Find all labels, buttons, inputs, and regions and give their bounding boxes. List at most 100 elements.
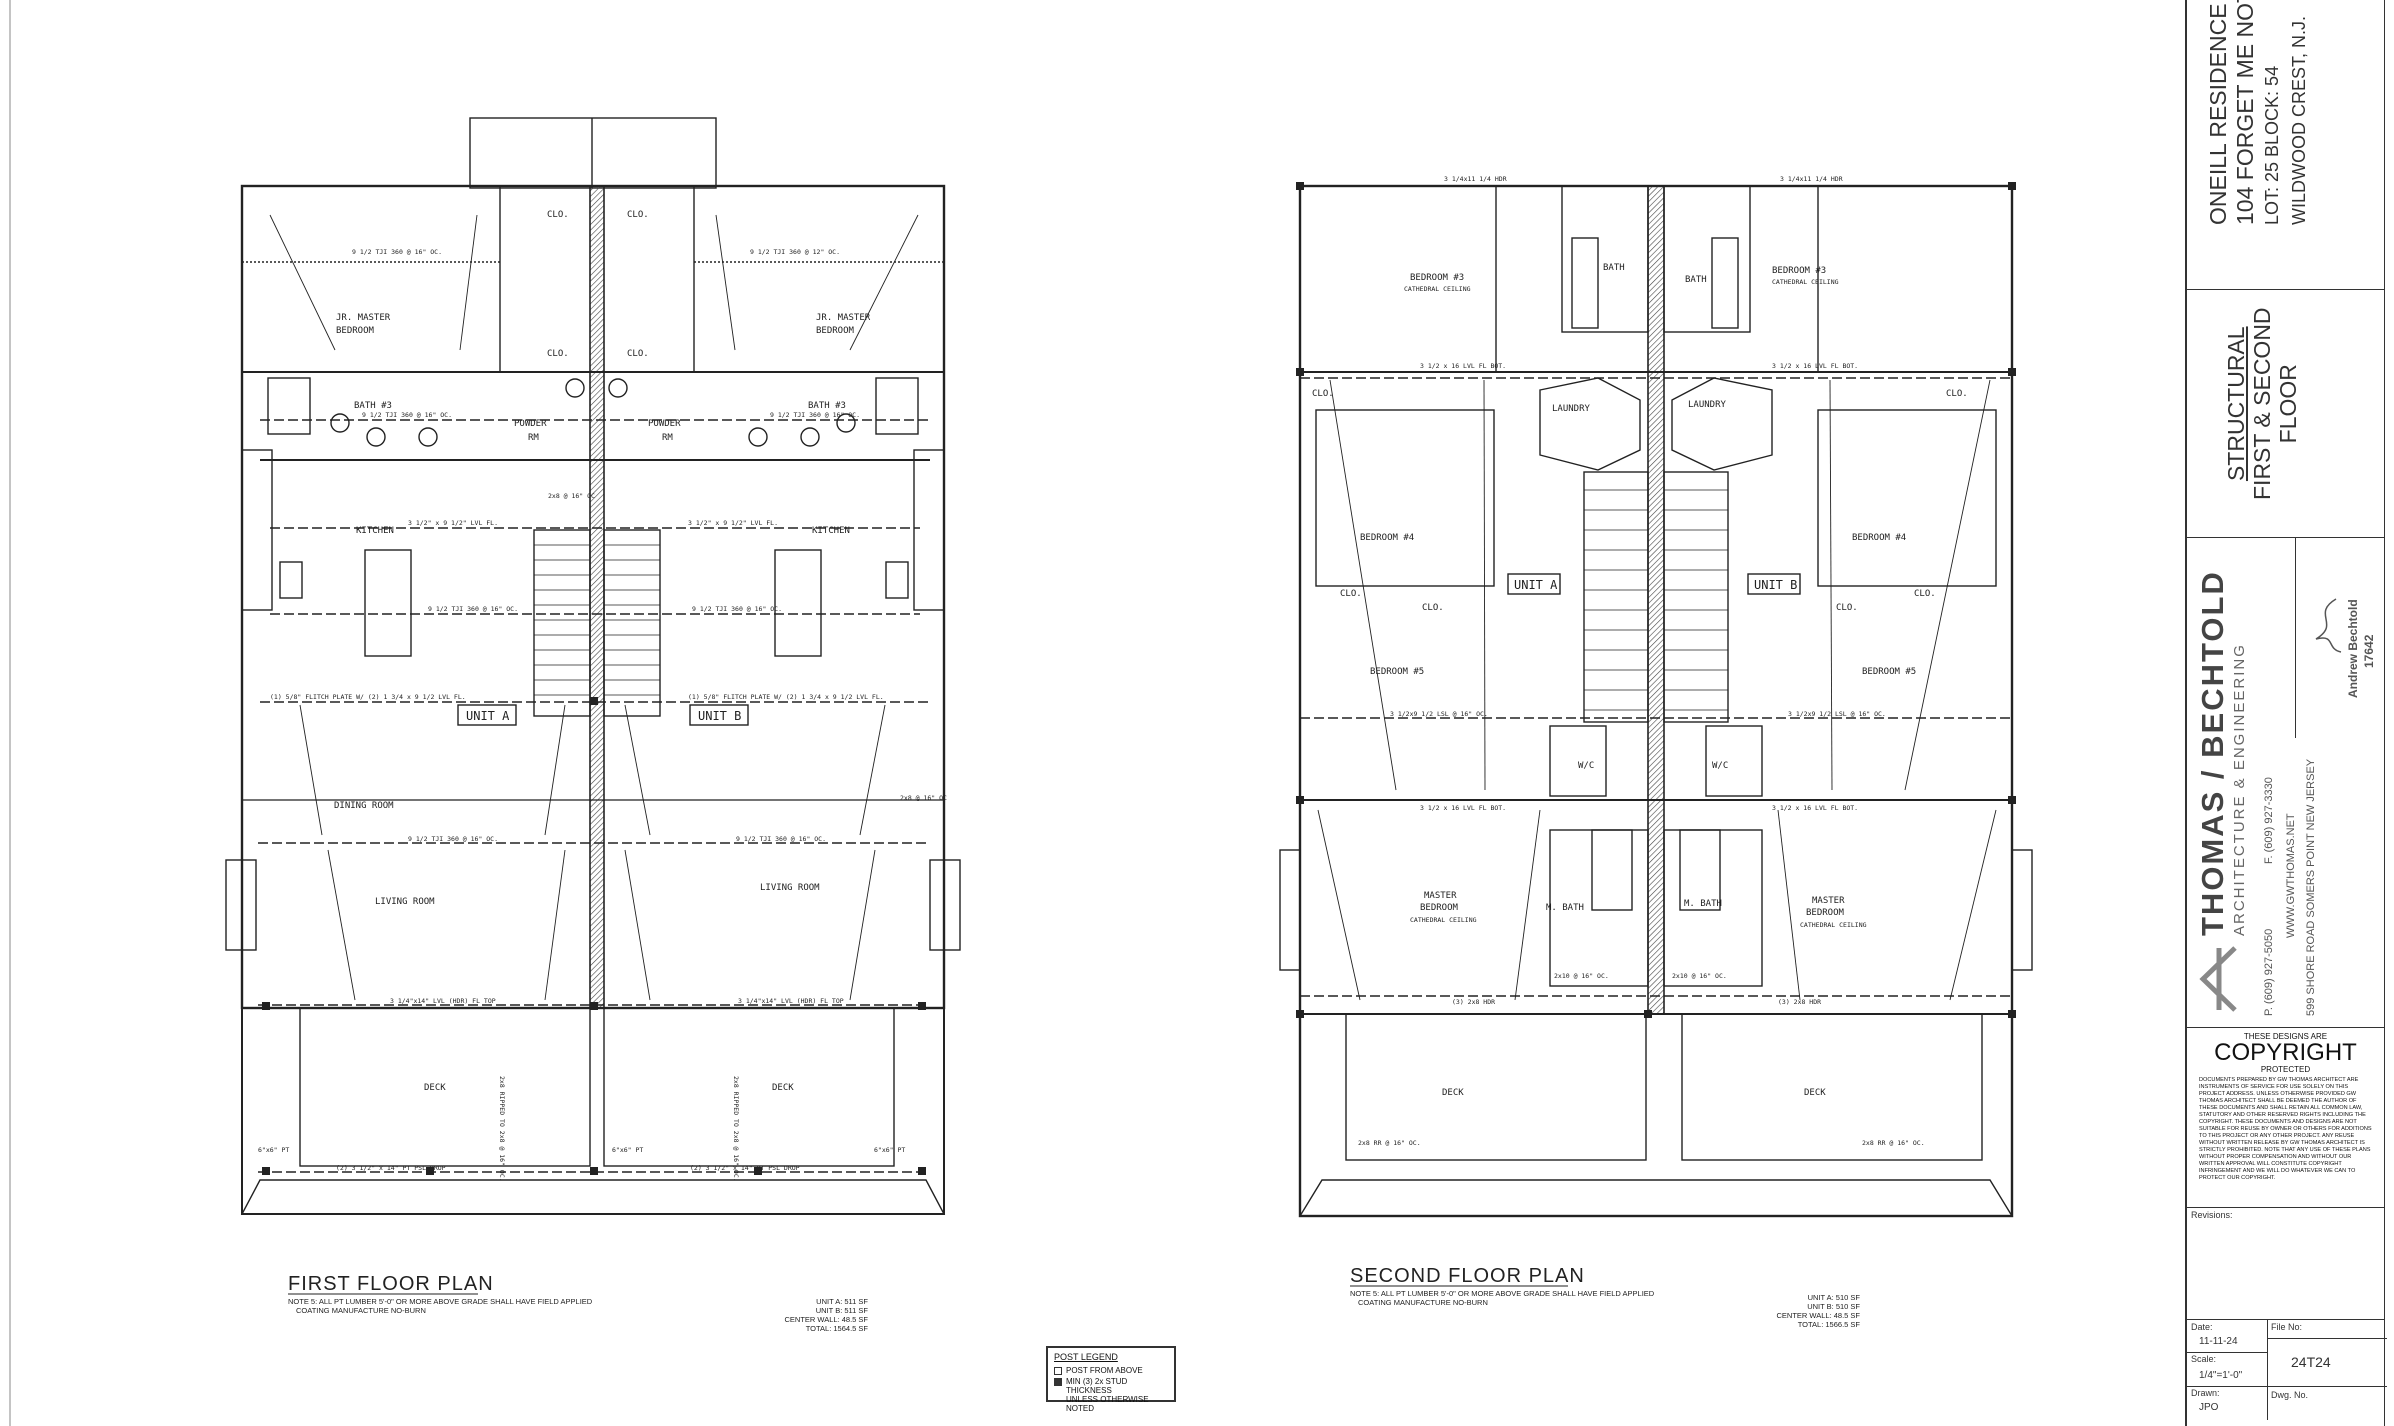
room-label: CLO. <box>627 349 649 359</box>
svg-text:TOTAL: 1566.5 SF: TOTAL: 1566.5 SF <box>1798 1320 1861 1329</box>
firm-logo-icon <box>2199 946 2237 1012</box>
firm-address: 599 SHORE ROAD SOMERS POINT NEW JERSEY <box>2305 758 2317 1016</box>
first-floor-plan <box>225 117 961 1215</box>
room-label: DINING ROOM <box>334 801 394 811</box>
beam-label: 3 1/4"x14" LVL (HDR) FL TOP <box>390 997 496 1005</box>
drawn-label: Drawn: <box>2191 1388 2220 1398</box>
drawn-value: JPO <box>2199 1402 2219 1413</box>
project-cell: ONEILL RESIDENCE 104 FORGET ME NOT RD LO… <box>2187 0 2384 290</box>
beam-label: 2x10 @ 16" OC. <box>1672 972 1727 980</box>
room-label: BATH #3 <box>808 401 846 411</box>
room-label: BEDROOM #4 <box>1852 533 1906 543</box>
room-label: POWDER <box>514 419 547 429</box>
unit-a-label: UNIT A <box>466 709 510 723</box>
room-label: BATH <box>1603 263 1625 273</box>
copyright-pre: THESE DESIGNS ARE <box>2243 1032 2328 1041</box>
beam-label: 2x8 RIPPED TO 2x8 @ 16" OC. <box>732 1076 740 1182</box>
revisions-cell: Revisions: <box>2187 1208 2384 1320</box>
room-label: BEDROOM #3 <box>1772 266 1826 276</box>
firm-name: THOMAS / BECHTOLD <box>2195 570 2230 936</box>
unit-b-label: UNIT B <box>698 709 741 723</box>
room-label: LIVING ROOM <box>760 883 820 893</box>
legend-item: UNLESS OTHERWISE NOTED <box>1066 1395 1149 1413</box>
title-block: ONEILL RESIDENCE 104 FORGET ME NOT RD LO… <box>2185 0 2387 1426</box>
room-label: CLO. <box>1422 603 1444 613</box>
legend-item: POST FROM ABOVE <box>1066 1366 1143 1375</box>
room-label: KITCHEN <box>812 526 850 536</box>
dwg-label: Dwg. No. <box>2271 1390 2309 1400</box>
revisions-label: Revisions: <box>2191 1210 2233 1220</box>
engineer-license: 17642 <box>2362 634 2376 668</box>
legend-item: MIN (3) 2x STUD THICKNESS <box>1066 1377 1128 1395</box>
beam-label: 9 1/2 TJI 360 @ 16" OC. <box>692 605 782 613</box>
beam-label: 3 1/4"x14" LVL (HDR) FL TOP <box>738 997 844 1005</box>
beam-label: 9 1/2 TJI 360 @ 16" OC. <box>428 605 518 613</box>
svg-text:CENTER WALL: 48.5 SF: CENTER WALL: 48.5 SF <box>1777 1311 1861 1320</box>
beam-label: 2x8 @ 16" OC <box>900 794 947 802</box>
room-label: M. BATH <box>1684 899 1722 909</box>
svg-text:CENTER WALL: 48.5 SF: CENTER WALL: 48.5 SF <box>785 1315 869 1324</box>
copyright-title: COPYRIGHT <box>2214 1039 2357 1066</box>
beam-label: 3 1/2x9 1/2 LSL @ 16" OC. <box>1788 710 1886 718</box>
project-name: ONEILL RESIDENCE <box>2205 3 2231 225</box>
beam-label: (1) 5/8" FLITCH PLATE W/ (2) 1 3/4 x 9 1… <box>688 693 884 701</box>
svg-text:UNIT A: 510 SF: UNIT A: 510 SF <box>1808 1293 1861 1302</box>
room-label: M. BATH <box>1546 903 1584 913</box>
room-label: CATHEDRAL CEILING <box>1772 278 1839 286</box>
room-label: DECK <box>772 1083 794 1093</box>
beam-label: 9 1/2 TJI 360 @ 16" OC. <box>408 835 498 843</box>
firm-website: WWW.GWTHOMAS.NET <box>2285 813 2297 938</box>
first-floor-note: NOTE 5: ALL PT LUMBER 5'-0" OR MORE ABOV… <box>288 1297 593 1306</box>
room-label: RM <box>528 433 539 443</box>
firm-fax: F. (609) 927-3330 <box>2263 777 2275 864</box>
beam-label: 3 1/2" x 9 1/2" LVL FL. <box>408 519 498 527</box>
firm-cell: THOMAS / BECHTOLD ARCHITECTURE & ENGINEE… <box>2187 538 2384 1028</box>
post-stud-icon <box>1054 1378 1062 1386</box>
second-floor-title: SECOND FLOOR PLAN <box>1350 1265 1585 1287</box>
first-floor-labels: JR. MASTER BEDROOM JR. MASTER BEDROOM CL… <box>258 210 947 1182</box>
room-label: BEDROOM #3 <box>1410 273 1464 283</box>
room-label: CLO. <box>1340 589 1362 599</box>
room-label: CATHEDRAL CEILING <box>1410 916 1477 924</box>
beam-label: 9 1/2 TJI 360 @ 16" OC. <box>770 411 860 419</box>
beam-label: 9 1/2 TJI 360 @ 16" OC. <box>736 835 826 843</box>
scale-label: Scale: <box>2191 1354 2217 1364</box>
sheet-title-line: FLOOR <box>2275 364 2301 444</box>
room-label: BEDROOM #5 <box>1370 667 1424 677</box>
room-label: BEDROOM <box>1806 908 1845 918</box>
room-label: BATH <box>1685 275 1707 285</box>
room-label: CLO. <box>1914 589 1936 599</box>
room-label: CATHEDRAL CEILING <box>1800 921 1867 929</box>
room-label: CLO. <box>547 349 569 359</box>
info-grid: Date: 11-11-24 File No: 24T24 Scale: 1/4… <box>2187 1320 2387 1420</box>
svg-text:UNIT B: 511 SF: UNIT B: 511 SF <box>816 1306 869 1315</box>
room-label: BEDROOM <box>816 326 855 336</box>
post-above-icon <box>1054 1367 1062 1375</box>
beam-label: 9 1/2 TJI 360 @ 16" OC. <box>362 411 452 419</box>
beam-label: 3 1/2" x 9 1/2" LVL FL. <box>688 519 778 527</box>
beam-label: 3 1/2x9 1/2 LSL @ 16" OC. <box>1390 710 1488 718</box>
room-label: RM <box>662 433 673 443</box>
room-label: BEDROOM #4 <box>1360 533 1414 543</box>
second-floor-note: NOTE 5: ALL PT LUMBER 5'-0" OR MORE ABOV… <box>1350 1289 1655 1298</box>
legend-title: POST LEGEND <box>1054 1352 1118 1362</box>
beam-label: 2x10 @ 16" OC. <box>1554 972 1609 980</box>
copyright-post: PROTECTED <box>2260 1065 2311 1074</box>
beam-label: 6"x6" PT <box>612 1146 643 1154</box>
copyright-text: DOCUMENTS PREPARED BY GW THOMAS ARCHITEC… <box>2199 1077 2372 1181</box>
room-label: CLO. <box>1836 603 1858 613</box>
second-floor-labels: BEDROOM #3 CATHEDRAL CEILING BEDROOM #3 … <box>1312 175 1968 1147</box>
beam-label: (2) 3 1/2" x 14" PT PSL DROP <box>336 1164 446 1172</box>
firm-subtitle: ARCHITECTURE & ENGINEERING <box>2231 643 2248 936</box>
beam-label: 6"x6" PT <box>874 1146 905 1154</box>
project-address: 104 FORGET ME NOT RD <box>2232 0 2258 225</box>
second-floor-note: COATING MANUFACTURE NO-BURN <box>1358 1298 1488 1307</box>
beam-label: 2x8 RIPPED TO 2x8 @ 16" OC. <box>498 1076 506 1182</box>
beam-label: (2) 3 1/2" x 14" PT PSL DROP <box>690 1164 800 1172</box>
room-label: CLO. <box>1312 389 1334 399</box>
beam-label: 2x8 RR @ 16" OC. <box>1358 1139 1421 1147</box>
date-label: Date: <box>2191 1322 2213 1332</box>
beam-label: 3 1/2 x 16 LVL FL BOT. <box>1772 804 1858 812</box>
room-label: CLO. <box>547 210 569 220</box>
